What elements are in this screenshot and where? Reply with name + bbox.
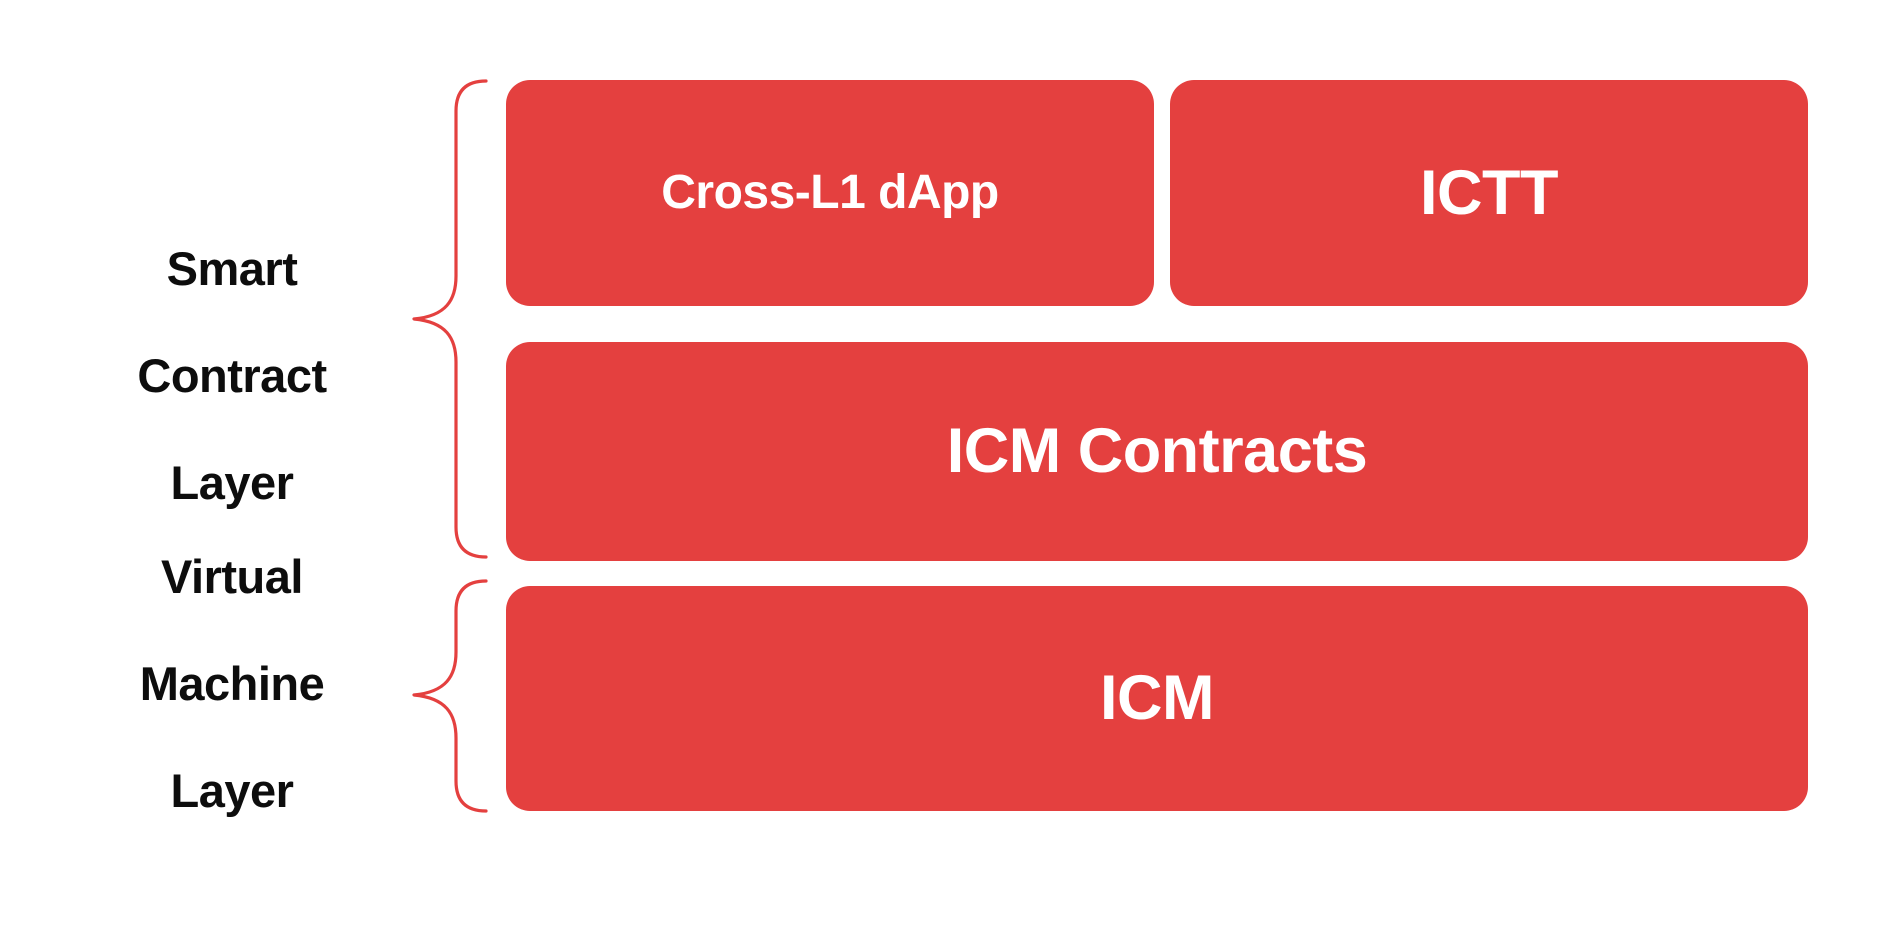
left-curly-brace-icon-virtual-machine-layer (408, 578, 492, 814)
box-icm-contracts[interactable]: ICM Contracts (506, 342, 1808, 561)
box-ictt[interactable]: ICTT (1170, 80, 1808, 306)
left-curly-brace-icon-smart-contract-layer (408, 78, 492, 560)
group-label-line: Layer (170, 455, 294, 509)
box-icm[interactable]: ICM (506, 586, 1808, 811)
box-label: Cross-L1 dApp (661, 166, 999, 219)
group-label-line: Virtual (161, 549, 303, 603)
group-label-virtual-machine-layer: Virtual Machine Layer (72, 496, 392, 871)
box-label: ICM Contracts (946, 416, 1368, 486)
box-label: ICTT (1420, 157, 1558, 228)
group-label-line: Machine (139, 656, 325, 710)
box-cross-l1-dapp[interactable]: Cross-L1 dApp (506, 80, 1154, 306)
group-label-line: Layer (170, 763, 294, 817)
group-label-line: Smart (166, 241, 298, 295)
group-label-smart-contract-layer: Smart Contract Layer (72, 188, 392, 563)
group-label-line: Contract (137, 348, 327, 402)
box-label: ICM (1100, 663, 1214, 733)
